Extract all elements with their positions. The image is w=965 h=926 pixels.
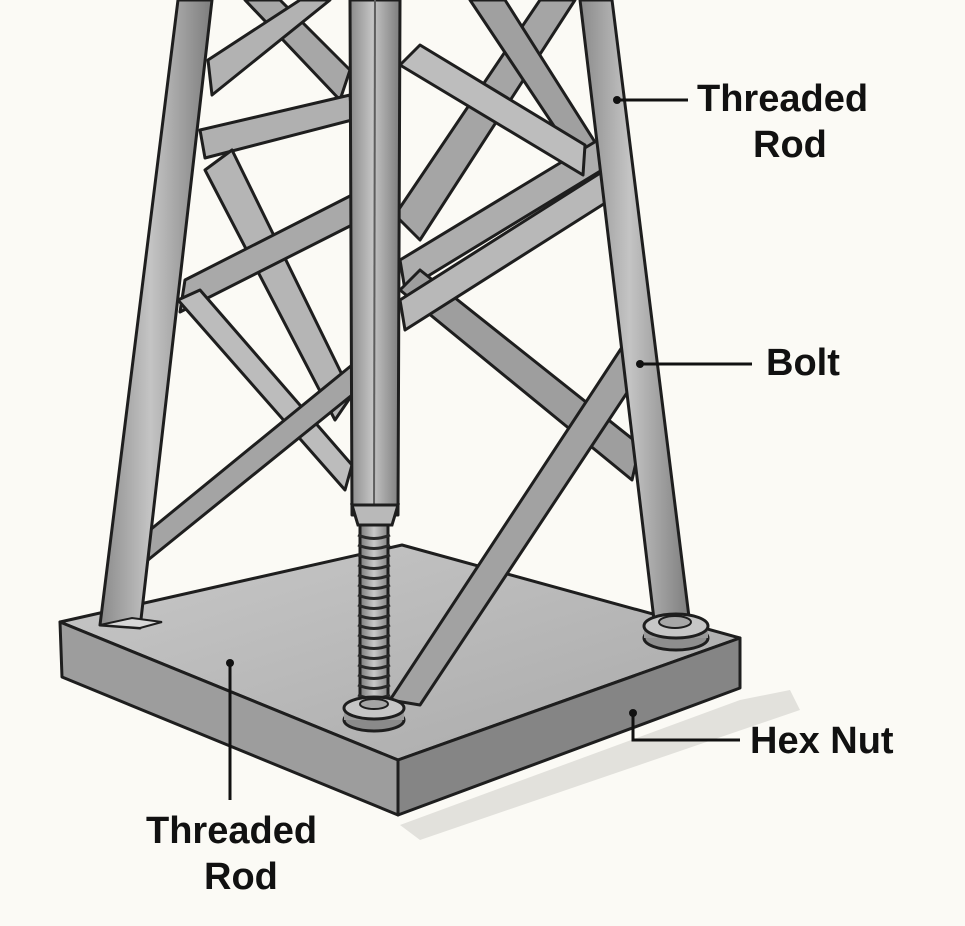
leader-dot bbox=[636, 360, 644, 368]
leader-hex-nut bbox=[631, 713, 740, 742]
base-plate bbox=[58, 543, 742, 817]
label-threaded-rod-top: Threaded Rod bbox=[697, 76, 868, 168]
leader-dot bbox=[629, 709, 637, 717]
right-hex-nut bbox=[642, 612, 710, 652]
label-hex-nut: Hex Nut bbox=[750, 718, 894, 764]
left-panel-bracing bbox=[146, 0, 354, 562]
label-bolt: Bolt bbox=[766, 340, 840, 386]
base-plate-top bbox=[58, 543, 742, 762]
leader-lines bbox=[226, 96, 752, 800]
back-brace bbox=[198, 93, 354, 160]
label-text: Bolt bbox=[766, 342, 840, 384]
label-threaded-rod-bottom: Threaded Rod bbox=[146, 808, 317, 900]
cross-brace bbox=[206, 0, 332, 97]
label-text: Hex Nut bbox=[750, 720, 894, 762]
center-hex-nut bbox=[342, 695, 406, 733]
label-line: Threaded bbox=[146, 810, 318, 852]
leader-dot bbox=[226, 659, 234, 667]
center-column-collar bbox=[349, 503, 401, 527]
right-leg bbox=[578, 0, 692, 630]
cross-brace bbox=[398, 43, 587, 177]
leader-dot bbox=[613, 96, 621, 104]
threaded-rod bbox=[357, 523, 391, 707]
base-plate-front-right bbox=[396, 636, 742, 817]
label-line: Rod bbox=[204, 856, 278, 898]
center-column-edge bbox=[373, 0, 376, 516]
ground-shadow bbox=[400, 690, 800, 840]
left-leg-foot bbox=[99, 616, 163, 630]
label-line: Rod bbox=[753, 124, 827, 166]
label-line: Threaded bbox=[697, 78, 869, 120]
